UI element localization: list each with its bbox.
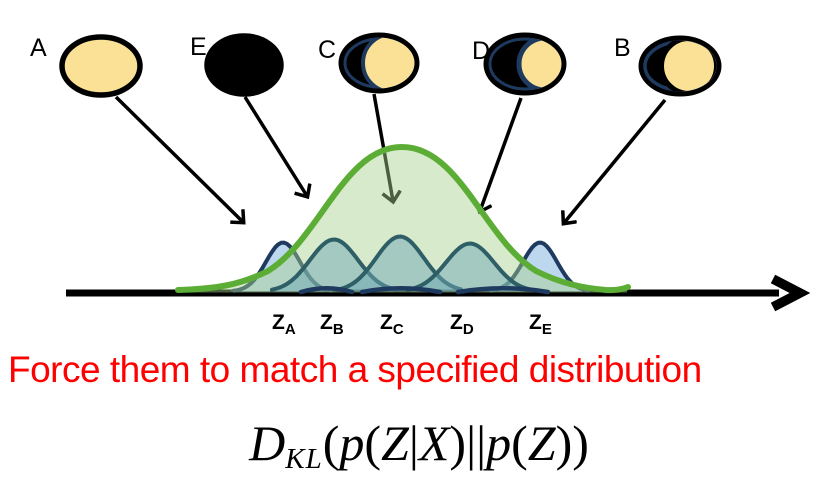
moon-d: D xyxy=(472,32,567,96)
baseline-mark-0 xyxy=(298,286,355,295)
arrow-a-icon xyxy=(114,95,243,222)
axis-arrowhead-icon xyxy=(770,274,811,312)
latent-distribution-diagram: ZA ZB ZC ZD ZE A E C D xyxy=(30,32,811,338)
caption-text: Force them to match a specified distribu… xyxy=(8,349,702,390)
baseline-marks xyxy=(298,286,551,295)
formula-part: p xyxy=(339,415,365,471)
z-label-c: ZC xyxy=(380,311,404,338)
formula-part: D xyxy=(249,415,286,471)
formula-part: Z xyxy=(381,415,409,471)
formula-part: KL xyxy=(285,443,323,475)
moon-b-icon xyxy=(638,35,722,97)
arrow-b-icon xyxy=(564,98,667,223)
prior-distribution-outline xyxy=(175,143,631,294)
moon-e-label: E xyxy=(190,33,207,61)
baseline-mark-2 xyxy=(455,286,551,295)
arrow-e-icon xyxy=(243,96,307,196)
posterior-curves-teal xyxy=(270,234,534,293)
moon-c-icon xyxy=(338,32,420,94)
formula-part: p xyxy=(486,415,512,471)
formula-part: | xyxy=(408,415,419,471)
formula-part: ( xyxy=(511,415,528,471)
z-label-a: ZA xyxy=(272,311,296,338)
arrow-d-icon xyxy=(480,97,523,211)
moon-a: A xyxy=(30,34,143,98)
formula-part: ( xyxy=(364,415,382,471)
baseline-mark-1 xyxy=(359,286,443,295)
moon-c: C xyxy=(318,32,420,94)
formula-part: )) xyxy=(555,415,589,471)
moon-a-label: A xyxy=(30,34,47,62)
formula-part: || xyxy=(466,415,487,471)
moon-b: B xyxy=(614,34,722,97)
moon-b-label: B xyxy=(614,34,631,62)
moon-e: E xyxy=(190,33,284,97)
moon-d-icon xyxy=(483,32,567,96)
z-axis xyxy=(66,274,811,312)
formula-part: Z xyxy=(527,415,556,471)
z-label-e: ZE xyxy=(529,311,552,338)
formula-part: X xyxy=(418,415,450,471)
moon-a-icon xyxy=(59,34,143,98)
z-label-b: ZB xyxy=(320,311,344,338)
z-axis-labels: ZA ZB ZC ZD ZE xyxy=(272,311,552,338)
formula-part: ) xyxy=(449,415,467,471)
kl-formula: DKL(p(Z|X)||p(Z)) xyxy=(0,414,822,476)
moon-e-icon xyxy=(204,33,284,97)
z-label-d: ZD xyxy=(450,311,474,338)
formula-part: ( xyxy=(322,415,340,471)
moon-c-label: C xyxy=(318,36,336,64)
component-curve-ZD xyxy=(406,241,534,293)
